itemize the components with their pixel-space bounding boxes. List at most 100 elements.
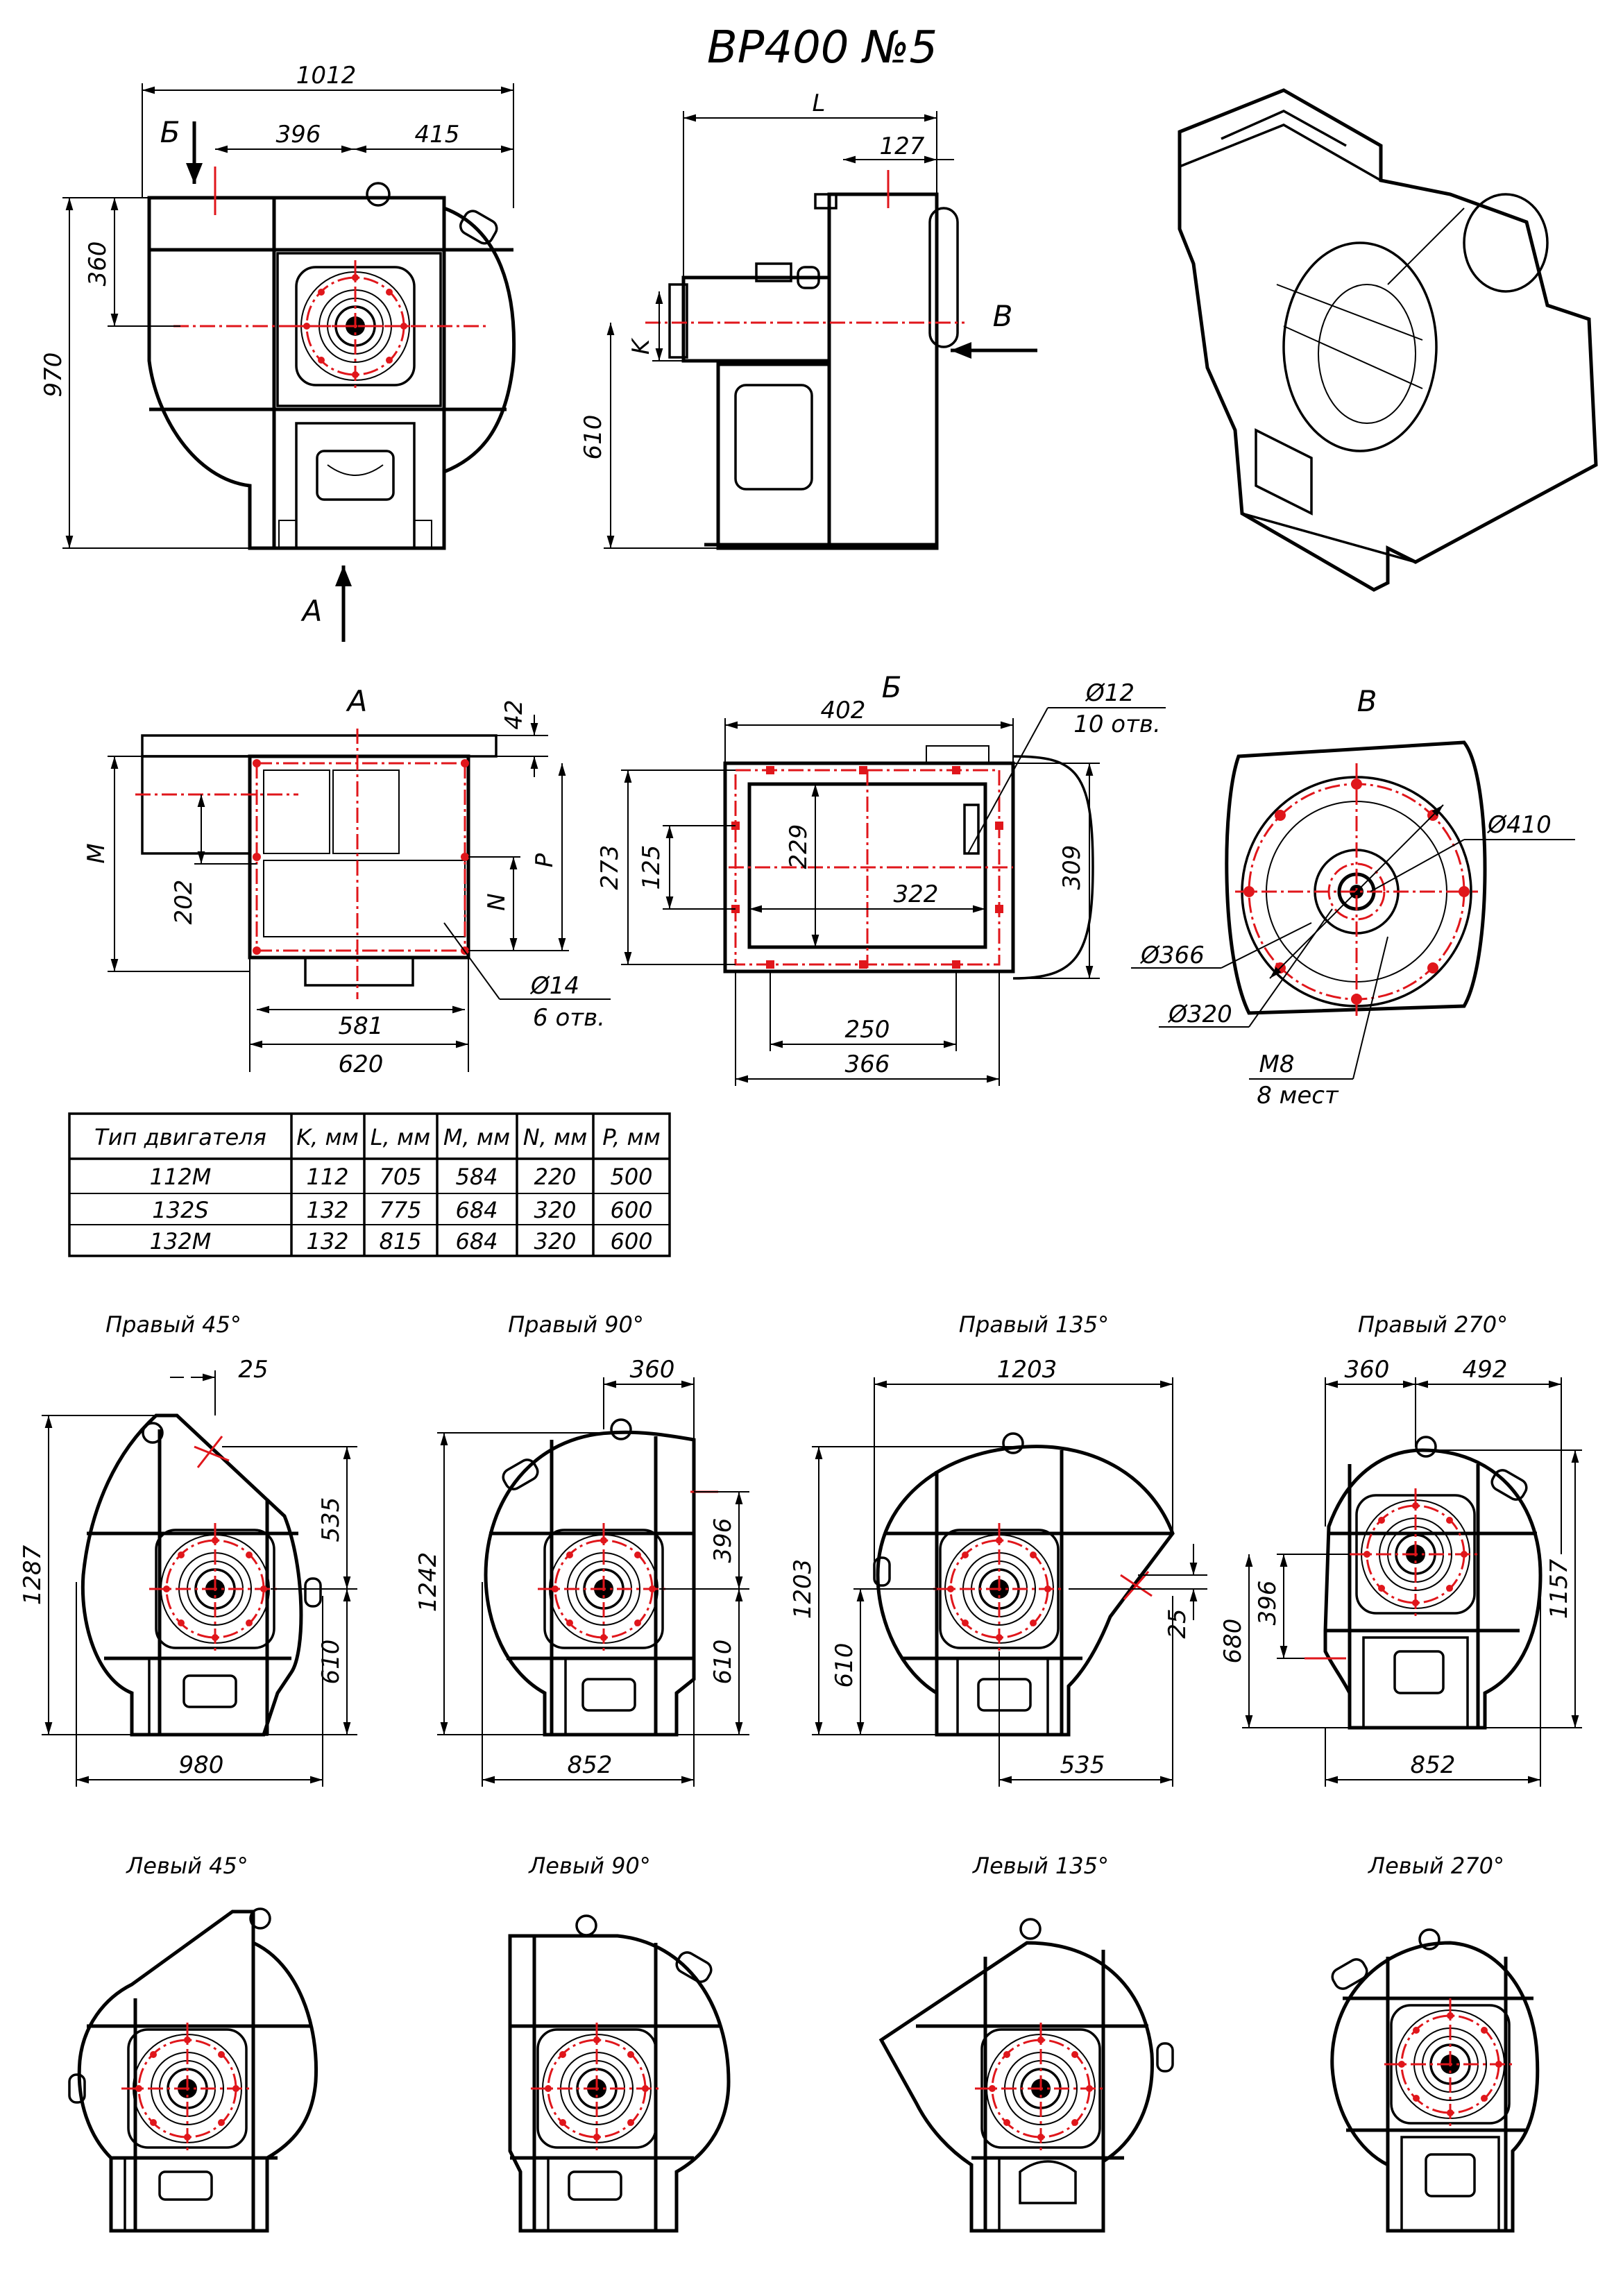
view-b-label: Б — [882, 670, 902, 704]
dim-p: P — [531, 853, 559, 867]
th-l: L, мм — [371, 1124, 430, 1150]
variant-label: Левый 135° — [972, 1853, 1109, 1879]
dim-610: 610 — [831, 1643, 858, 1688]
variant-label: Правый 135° — [959, 1311, 1109, 1338]
dim-42: 42 — [500, 699, 528, 729]
table-cell: 705 — [379, 1164, 421, 1190]
view-v-label: В — [1357, 684, 1377, 718]
th-k: K, мм — [296, 1124, 359, 1150]
view-a-holes-count: 6 отв. — [533, 1004, 605, 1032]
view-b: Б 402 273 125 229 322 3 — [596, 670, 1166, 1086]
side-view: L 127 K 610 В — [579, 90, 1037, 550]
dim-125: 125 — [638, 845, 665, 890]
dim-width-right: 415 — [415, 121, 460, 148]
dim-l: L — [813, 90, 826, 117]
th-p: P, мм — [602, 1124, 661, 1150]
dim-127: 127 — [880, 133, 925, 160]
dim-360: 360 — [630, 1356, 675, 1384]
drawing-title: ВР400 №5 — [707, 22, 937, 74]
dim-n: N — [483, 893, 511, 910]
variant-right-135: Правый 135° 1203 25 610 1203 535 — [789, 1311, 1207, 1787]
table-cell: 584 — [455, 1164, 498, 1190]
table-cell: 320 — [534, 1228, 576, 1255]
dim-360: 360 — [1345, 1356, 1390, 1384]
dim-535: 535 — [317, 1497, 345, 1542]
table-cell: 684 — [455, 1197, 498, 1223]
view-v-thread-count: 8 мест — [1257, 1082, 1339, 1109]
front-view: 1012 396 415 970 360 Б А — [40, 62, 516, 642]
variant-left-270: Левый 270° — [1330, 1853, 1540, 2233]
table-cell: 815 — [379, 1228, 421, 1255]
dim-396: 396 — [709, 1518, 737, 1563]
table-cell: 500 — [610, 1164, 652, 1190]
table-cell: 132M — [150, 1228, 212, 1255]
variant-label: Правый 270° — [1358, 1311, 1508, 1338]
dim-620: 620 — [339, 1051, 384, 1078]
dim-width-left: 396 — [276, 121, 321, 148]
view-a: А 42 M P N 202 — [83, 684, 611, 1078]
th-m: M, мм — [443, 1124, 510, 1150]
variant-right-45: Правый 45° 25 535 610 1287 980 — [19, 1311, 357, 1787]
arrow-a-label: А — [300, 594, 323, 628]
dim-581: 581 — [339, 1012, 384, 1040]
view-a-label: А — [346, 684, 368, 718]
table-cell: 320 — [534, 1197, 576, 1223]
dim-height-total: 970 — [40, 352, 67, 398]
dim-outlet-height: 360 — [84, 241, 112, 287]
dim-852: 852 — [568, 1751, 613, 1779]
dim-610: 610 — [317, 1640, 345, 1685]
dim-25-b: 25 — [1164, 1608, 1191, 1638]
dim-1203-h: 1203 — [789, 1559, 817, 1619]
dim-1157: 1157 — [1545, 1558, 1573, 1619]
table-cell: 684 — [455, 1228, 498, 1255]
table-cell: 775 — [379, 1197, 421, 1223]
variant-right-270: Правый 270° 360 492 396 680 1157 852 — [1219, 1311, 1582, 1787]
view-a-holes: Ø14 — [529, 972, 579, 1000]
variant-left-90: Левый 90° — [508, 1853, 731, 2233]
dim-852: 852 — [1411, 1751, 1456, 1779]
dim-402: 402 — [821, 697, 866, 724]
table-cell: 600 — [610, 1228, 652, 1255]
dim-1203-w: 1203 — [997, 1356, 1057, 1384]
dim-273: 273 — [596, 845, 624, 890]
dim-980: 980 — [179, 1751, 224, 1779]
table-cell: 600 — [610, 1197, 652, 1223]
dim-width-total: 1012 — [296, 62, 357, 90]
dim-492: 492 — [1463, 1356, 1508, 1384]
view-v-d410: Ø410 — [1486, 811, 1552, 839]
th-motor: Тип двигателя — [94, 1124, 266, 1150]
dim-610: 610 — [709, 1640, 737, 1685]
dim-m: M — [83, 843, 110, 863]
variant-label: Левый 90° — [528, 1853, 651, 1879]
dim-k: K — [627, 337, 655, 355]
view-v-thread: M8 — [1259, 1051, 1295, 1078]
dim-309: 309 — [1058, 845, 1086, 890]
dim-229: 229 — [785, 824, 813, 869]
dim-202: 202 — [170, 880, 198, 925]
view-v: В Ø410 Ø366 Ø320 M8 8 мест — [1131, 684, 1575, 1109]
variant-label: Правый 90° — [508, 1311, 644, 1338]
th-n: N, мм — [523, 1124, 588, 1150]
dim-250: 250 — [845, 1016, 890, 1044]
dim-680: 680 — [1219, 1619, 1247, 1664]
variant-label: Левый 270° — [1368, 1853, 1504, 1879]
dim-396: 396 — [1254, 1581, 1282, 1626]
table-cell: 112 — [306, 1164, 348, 1190]
arrow-b-label: Б — [160, 115, 180, 149]
dim-366-b: 366 — [845, 1051, 890, 1078]
motor-table: Тип двигателя K, мм L, мм M, мм N, мм P,… — [68, 1112, 671, 1257]
isometric-view — [1178, 88, 1598, 592]
view-b-holes: Ø12 — [1085, 679, 1135, 707]
table-cell: 132 — [306, 1197, 348, 1223]
view-v-d320: Ø320 — [1167, 1001, 1232, 1028]
view-b-holes-count: 10 отв. — [1073, 711, 1161, 738]
variant-left-135: Левый 135° — [878, 1853, 1174, 2233]
dim-322: 322 — [894, 881, 939, 908]
dim-535: 535 — [1060, 1751, 1105, 1779]
view-v-d366: Ø366 — [1139, 942, 1205, 969]
variant-right-90: Правый 90° 360 396 610 1242 852 — [414, 1311, 749, 1787]
table-cell: 112M — [150, 1164, 212, 1190]
variant-left-45: Левый 45° — [68, 1853, 318, 2233]
variant-label: Левый 45° — [126, 1853, 248, 1879]
